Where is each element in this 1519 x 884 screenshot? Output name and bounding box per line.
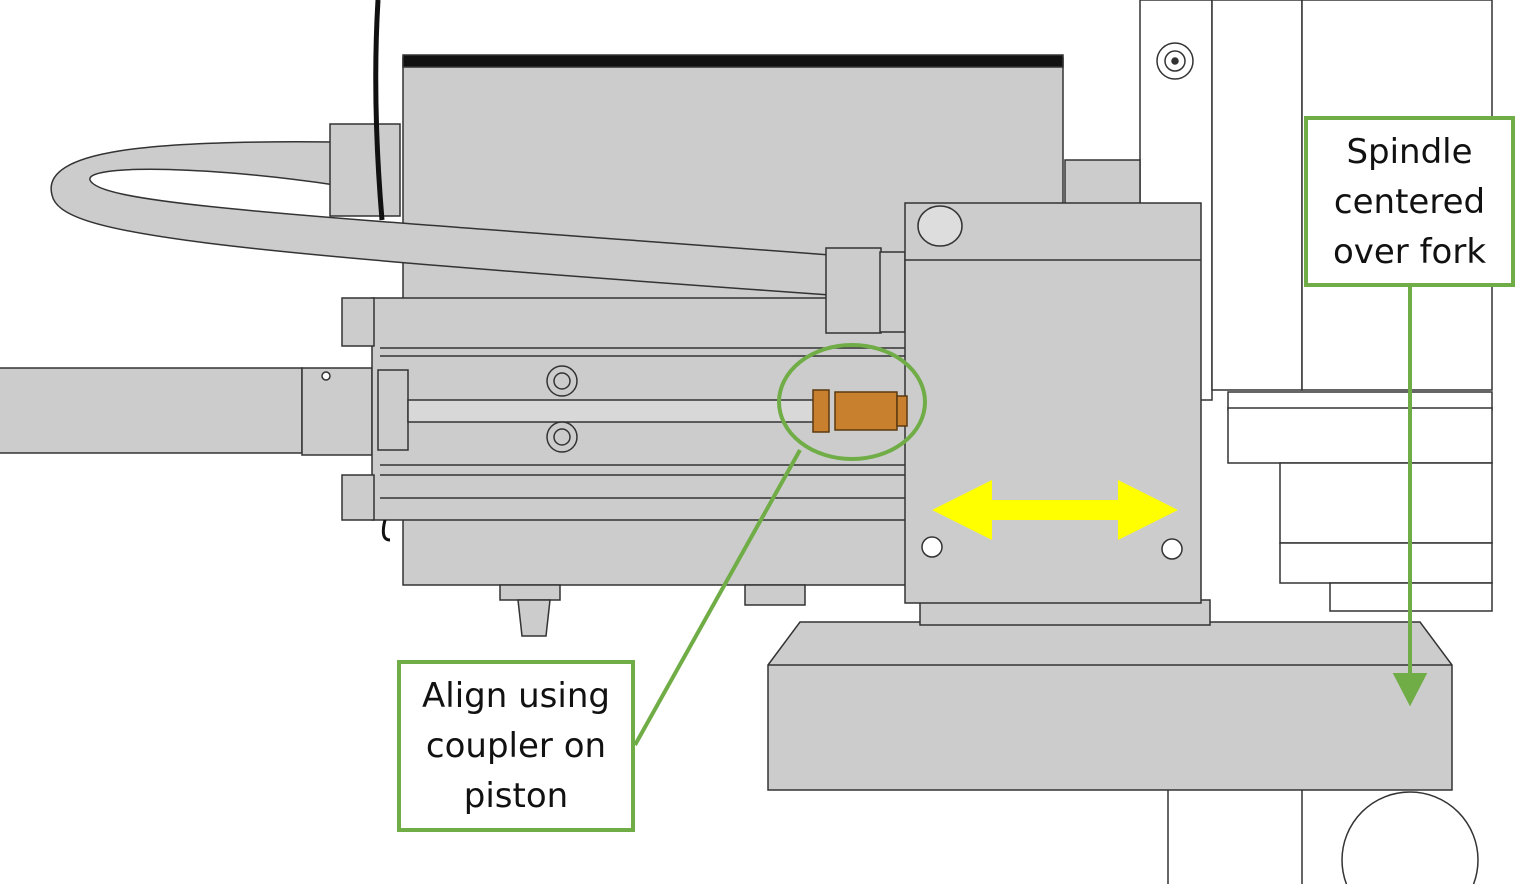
carriage-block <box>904 202 1202 604</box>
pneumatic-cylinder <box>341 297 908 542</box>
coupler-leader-line <box>633 449 802 746</box>
callout-line: over fork <box>1332 231 1487 272</box>
callout-line: centered <box>1333 181 1486 222</box>
arrow-down-icon <box>1392 673 1428 707</box>
fork-disc <box>767 599 1453 791</box>
spindle-callout: Spindle centered over fork <box>1304 116 1515 287</box>
piston-coupler <box>812 389 908 433</box>
callout-line: coupler on <box>425 726 607 766</box>
spindle-frame <box>1139 0 1493 884</box>
left-arm <box>0 367 373 456</box>
coupler-highlight-circle <box>777 343 927 461</box>
callout-line: piston <box>463 776 569 816</box>
callout-line: Spindle <box>1346 131 1473 172</box>
double-arrow-icon <box>932 480 1178 540</box>
air-hose <box>50 0 906 334</box>
callout-line: Align using <box>422 676 610 716</box>
coupler-callout: Align using coupler on piston <box>397 660 635 832</box>
